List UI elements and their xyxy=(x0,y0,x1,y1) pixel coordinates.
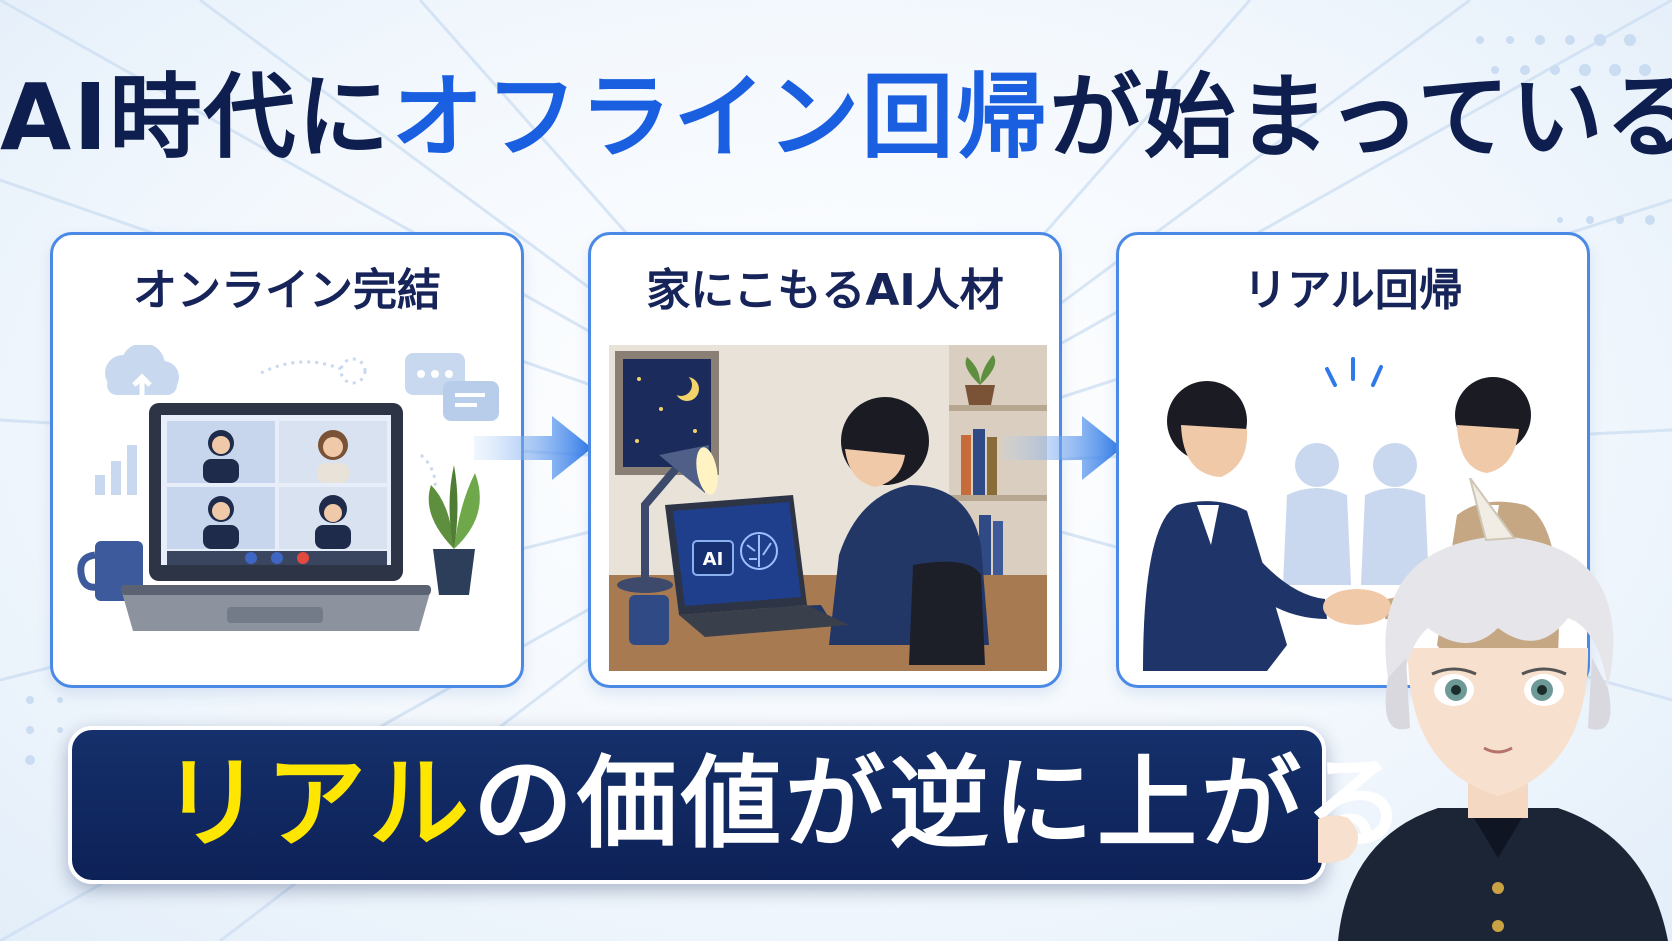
conclusion-banner: リアルの価値が逆に上がる xyxy=(68,726,1405,884)
businessman-left xyxy=(1143,381,1327,671)
arrow-right-1 xyxy=(474,416,592,480)
hang-up-icon xyxy=(297,552,309,564)
brain-icon xyxy=(740,532,778,570)
headline-accent: オフライン回帰 xyxy=(391,64,1050,171)
moon-icon xyxy=(670,374,699,401)
main-headline: AI時代にオフライン回帰が始まっている xyxy=(0,72,1672,164)
banner-highlight: リアル xyxy=(162,745,473,862)
panel-online-title: オンライン完結 xyxy=(133,265,441,316)
online-meeting-illustration xyxy=(77,345,499,631)
desk-lamp-icon xyxy=(617,445,718,593)
video-call-grid xyxy=(167,421,387,565)
panel-ai-at-home-title: 家にこもるAI人材 xyxy=(646,265,1004,316)
bar-chart-icon xyxy=(95,445,137,495)
headline-part1: AI時代に xyxy=(0,64,392,171)
arrow-right-2 xyxy=(1004,416,1122,480)
chat-bubble-icon xyxy=(405,353,499,421)
ai-worker-illustration: AI xyxy=(609,345,1047,671)
plant-icon xyxy=(428,465,480,595)
laptop-icon: AI xyxy=(665,495,849,637)
handshake-icon xyxy=(1323,589,1391,625)
banner-rest: の価値が逆に上がる xyxy=(473,745,1409,862)
panel-real-return-title: リアル回帰 xyxy=(1243,265,1463,316)
headline-part3: が始まっている xyxy=(1049,64,1672,171)
cloud-upload-icon xyxy=(105,345,179,395)
camera-icon xyxy=(271,552,283,564)
panel-online: オンライン完結 xyxy=(50,232,524,688)
anime-character-with-horn xyxy=(1318,478,1668,941)
panel-ai-at-home: 家にこもるAI人材 xyxy=(588,232,1062,688)
mic-icon xyxy=(245,552,257,564)
laptop-screen-label: AI xyxy=(703,549,724,570)
banner-text: リアルの価値が逆に上がる xyxy=(162,754,1409,854)
